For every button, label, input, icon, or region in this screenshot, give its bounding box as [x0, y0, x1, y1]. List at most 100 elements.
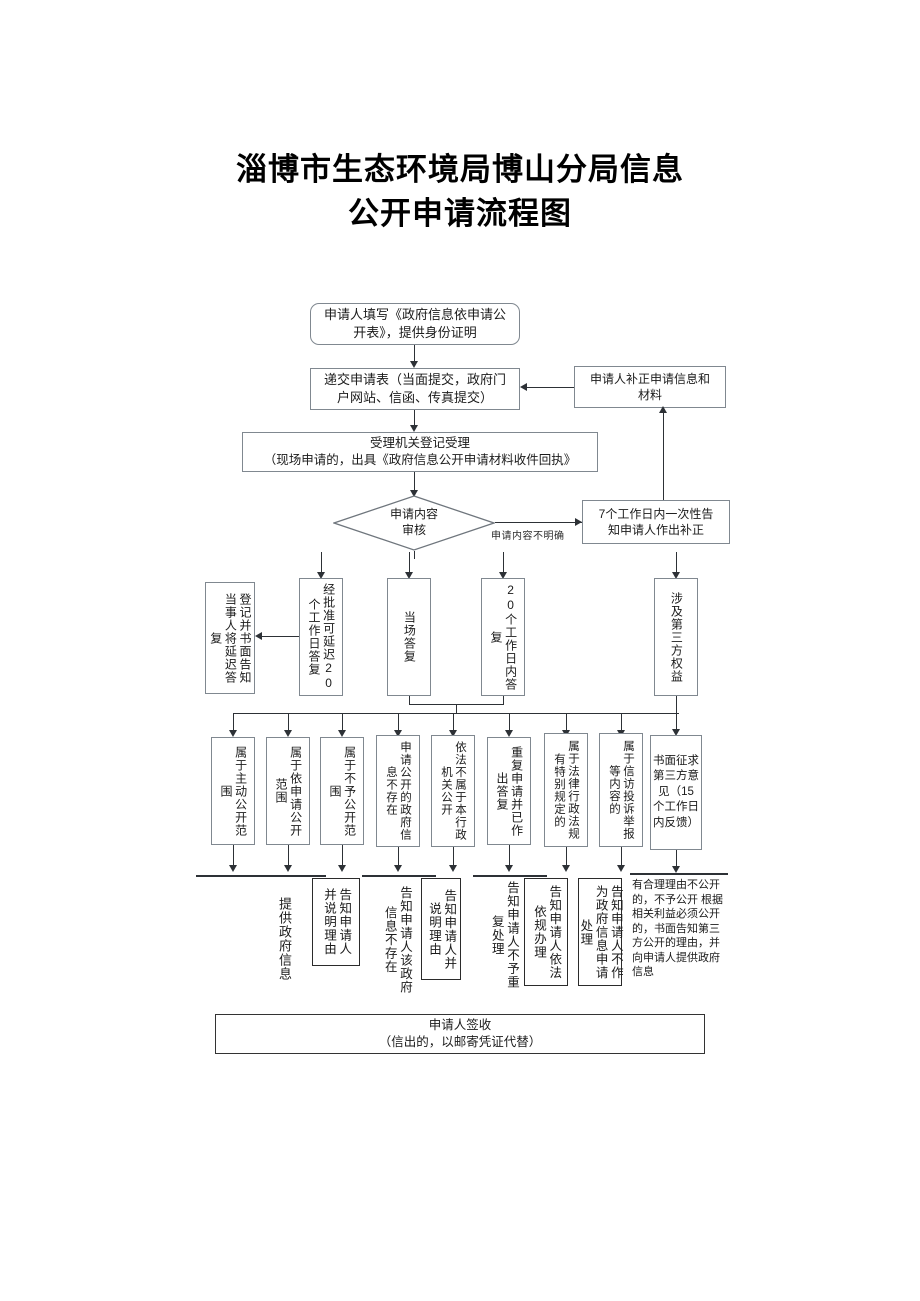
drop-active-disclosure [233, 713, 235, 732]
node-active-disclosure: 属于主动公开范围 [211, 737, 255, 845]
node-submit: 递交申请表（当面提交，政府门 户网站、信函、传真提交） [310, 368, 520, 410]
connector-register-decision [414, 472, 416, 492]
outcome-provide-info: 提供政府信息 [252, 880, 292, 998]
out-drop-3 [398, 847, 400, 867]
arrowhead-third-party [672, 572, 680, 579]
drop-line-onsite-reply [409, 552, 411, 574]
connector-start-submit [414, 345, 416, 363]
drop-petition [621, 713, 623, 732]
outcome-notify-not-exist: 告知申请人该政府信息不存在 [366, 880, 412, 1000]
node-onsite-reply-label: 当场答复 [402, 611, 417, 663]
connector-correction-supplement [663, 408, 665, 500]
drop-on-request [288, 713, 290, 732]
arrowhead-correction-supplement [659, 406, 667, 413]
outcome-per-regulation-label: 告知申请人依法依规办理 [532, 884, 562, 980]
arrowhead-on-request [284, 730, 292, 737]
arrowhead-supplement-submit [520, 383, 527, 391]
node-finish-line-1: 申请人签收 [428, 1018, 492, 1033]
arrowhead-start-submit [410, 361, 418, 368]
node-register-line-2: （现场申请的，出具《政府信息公开申请材料收件回执》 [263, 453, 577, 467]
arrowhead-out-3 [394, 865, 402, 872]
arrowhead-approved-delay [317, 572, 325, 579]
node-start: 申请人填写《政府信息依申请公 开表》，提供身份证明 [310, 303, 520, 345]
connector-submit-register [414, 410, 416, 427]
bus-center-drop [456, 704, 458, 714]
node-notify-correction-label: 7个工作日内一次性告 知申请人作出补正 [598, 506, 714, 537]
tick-bar-5 [473, 875, 547, 877]
outcome-not-gov-info: 告知申请人不作为政府信息申请处理 [578, 878, 623, 986]
arrowhead-onsite-reply [405, 572, 413, 579]
out-drop-5 [509, 845, 511, 867]
arrowhead-decision-correction [575, 518, 582, 526]
outcome-provide-info-label: 提供政府信息 [277, 897, 292, 981]
bus-main-bar [233, 713, 679, 715]
arrowhead-duplicate [505, 730, 513, 737]
tick-bar-1 [252, 875, 326, 877]
node-register-line-1: 受理机关登记受理 [369, 436, 470, 451]
node-active-disclosure-label: 属于主动公开范围 [219, 745, 248, 837]
drop-duplicate [509, 713, 511, 732]
node-supplement-label: 申请人补正申请信息和 材料 [589, 371, 710, 402]
arrowhead-not-this-agency [449, 730, 457, 737]
drop-not-this-agency [453, 713, 455, 732]
drop-line-approved-delay [321, 552, 323, 574]
node-start-label: 申请人填写《政府信息依申请公 开表》，提供身份证明 [323, 307, 506, 340]
arrowhead-out-0 [229, 865, 237, 872]
decision-edge-label: 申请内容不明确 [491, 531, 565, 542]
node-petition-complaint-label: 属于信访投诉举报等内容的 [608, 740, 635, 840]
out-drop-third-party [676, 850, 678, 870]
node-register: 受理机关登记受理 （现场申请的，出具《政府信息公开申请材料收件回执》 [242, 432, 598, 472]
node-special-law-label: 属于法律行政法规有特别规定的 [553, 740, 580, 840]
drop-line-twenty-day [503, 552, 505, 574]
outcome-no-duplicate-label: 告知申请人不予重复处理 [489, 881, 519, 989]
drop-info-not-exist [398, 713, 400, 732]
outcome-notify-reason-2-label: 告知申请人并说明理由 [427, 888, 457, 970]
node-decision: 申请内容 审核 [333, 495, 495, 551]
node-supplement: 申请人补正申请信息和 材料 [574, 366, 726, 408]
tick-bar-third-party [630, 873, 728, 875]
arrowhead-out-5 [505, 865, 513, 872]
arrowhead-delay [255, 632, 262, 640]
drop-non-disclosure [342, 713, 344, 732]
out-drop-0 [233, 845, 235, 867]
node-approved-delay-label: 经批准可延迟20个工作日答复 [307, 583, 336, 691]
arrowhead-third-party-consult [672, 729, 680, 736]
node-third-party: 涉及第三方权益 [654, 578, 698, 696]
arrowhead-non-disclosure [338, 730, 346, 737]
node-petition-complaint: 属于信访投诉举报等内容的 [599, 733, 643, 847]
arrowhead-twenty-day [499, 572, 507, 579]
arrowhead-out-1 [284, 865, 292, 872]
outcome-not-gov-info-label: 告知申请人不作为政府信息申请处理 [578, 884, 623, 980]
node-third-party-label: 涉及第三方权益 [669, 591, 684, 683]
node-not-this-agency: 依法不属于本行政机关公开 [431, 735, 475, 847]
outcome-per-regulation: 告知申请人依法依规办理 [524, 878, 568, 986]
arrowhead-submit-register [410, 425, 418, 432]
node-duplicate-request-label: 重复申请并已作出答复 [495, 745, 524, 837]
connector-decision-down [414, 551, 416, 559]
node-on-request-disclosure: 属于依申请公开范围 [266, 737, 310, 845]
arrowhead-register-decision [410, 490, 418, 497]
drop-special-law [566, 713, 568, 732]
node-delay-notice: 登记并书面告知当事人将延迟答复 [205, 582, 255, 694]
title-line-1: 淄博市生态环境局博山分局信息 [236, 152, 684, 187]
node-finish-line-2: （信出的，以邮寄凭证代替） [378, 1035, 542, 1049]
bus-stem-twentyday [503, 696, 505, 705]
outcome-notify-not-exist-label: 告知申请人该政府信息不存在 [382, 886, 412, 994]
node-special-law: 属于法律行政法规有特别规定的 [544, 733, 588, 847]
node-non-disclosure-label: 属于不予公开范围 [328, 745, 357, 837]
bus-stem-onsite [409, 696, 411, 705]
arrowhead-out-4 [449, 865, 457, 872]
connector-decision-correction [495, 522, 582, 524]
node-finish: 申请人签收 （信出的，以邮寄凭证代替） [215, 1014, 705, 1054]
out-drop-1 [288, 845, 290, 867]
node-not-this-agency-label: 依法不属于本行政机关公开 [440, 741, 467, 841]
node-third-party-consult: 书面征求第三方意见（15个工作日内反馈） [650, 735, 702, 850]
out-drop-6 [566, 847, 568, 867]
arrowhead-out-third-party [672, 866, 680, 873]
node-delay-notice-label: 登记并书面告知当事人将延迟答复 [208, 592, 252, 684]
node-twenty-day-reply: 20个工作日内答复 [481, 578, 525, 696]
outcome-third-party: 有合理理由不公开的，不予公开 根据相关利益必须公开的，书面告知第三方公开的理由，… [632, 878, 730, 996]
node-third-party-consult-label: 书面征求第三方意见（15个工作日内反馈） [653, 754, 699, 829]
arrowhead-out-6 [562, 865, 570, 872]
